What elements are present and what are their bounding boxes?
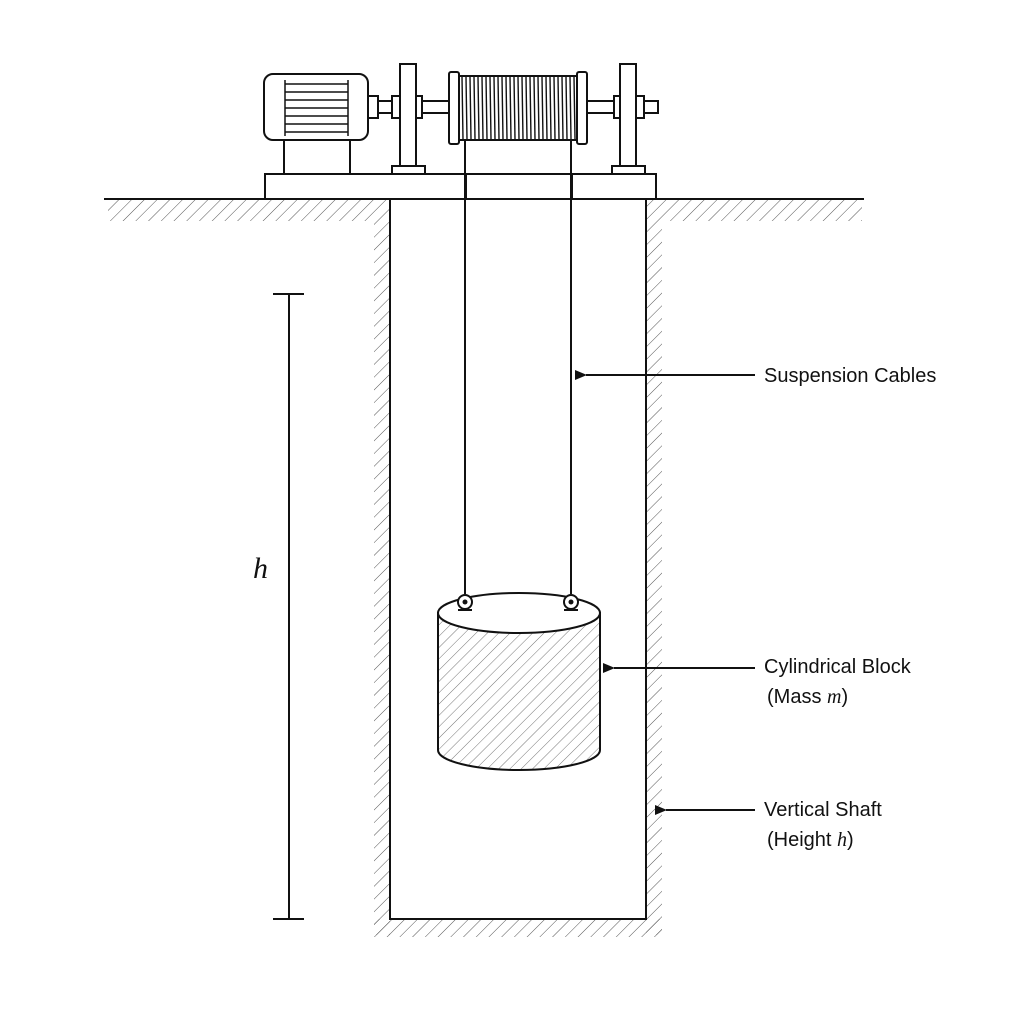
drum-winding <box>501 76 504 140</box>
drum-winding <box>513 76 516 140</box>
bearing-support-left <box>391 63 426 175</box>
drum-winding <box>529 76 532 140</box>
motor-cooling-fins <box>284 80 349 136</box>
drum-flange-left <box>448 71 460 145</box>
shaft-wall-hatch-right <box>646 199 662 935</box>
base-opening <box>465 173 573 200</box>
block-side <box>437 612 601 771</box>
drum-winding <box>521 76 524 140</box>
drum-winding <box>533 76 536 140</box>
drum-winding <box>465 76 468 140</box>
lifting-eye-right <box>563 594 579 611</box>
drum-winding <box>545 76 548 140</box>
callout-cables: Suspension Cables <box>575 365 936 387</box>
drum-winding <box>497 76 500 140</box>
drum-winding <box>489 76 492 140</box>
block-top <box>437 592 601 634</box>
ground-hatch-left <box>108 199 374 221</box>
ground-hatch-right <box>662 199 862 221</box>
base-plate <box>264 173 657 200</box>
motor-coupling <box>367 95 379 119</box>
drum-winding <box>477 76 480 140</box>
drum-cable-windings <box>461 76 576 140</box>
drum-winding <box>553 76 556 140</box>
label-suspension-cables: Suspension Cables <box>764 365 936 387</box>
drum-winding <box>509 76 512 140</box>
label-shaft-height: (Height h) <box>767 829 854 851</box>
shaft-floor-hatch <box>374 919 662 937</box>
drum-winding <box>557 76 560 140</box>
drum-winding <box>565 76 568 140</box>
drum-winding <box>517 76 520 140</box>
motor-pedestal <box>283 139 351 175</box>
cable-drum <box>448 71 588 145</box>
drum-winding <box>505 76 508 140</box>
drum-winding <box>541 76 544 140</box>
electric-motor <box>263 73 379 175</box>
lifting-eye-left <box>457 594 473 611</box>
cylindrical-block <box>437 592 601 771</box>
drum-winding <box>525 76 528 140</box>
drum-winding <box>473 76 476 140</box>
winch-base <box>264 173 657 200</box>
dimension-symbol: h <box>253 552 268 585</box>
drum-flange-right <box>576 71 588 145</box>
drum-winding <box>537 76 540 140</box>
shaft-interior <box>389 198 647 920</box>
ground <box>104 198 864 221</box>
callout-block: Cylindrical Block (Mass m) <box>603 656 912 708</box>
drum-winding <box>549 76 552 140</box>
shaft-collar-left <box>391 95 401 119</box>
shaft-collar-right <box>635 95 645 119</box>
drum-winding <box>569 76 572 140</box>
drum-winding <box>493 76 496 140</box>
label-vertical-shaft: Vertical Shaft <box>764 799 882 821</box>
bearing-support-right <box>611 63 646 175</box>
callout-shaft: Vertical Shaft (Height h) <box>655 799 882 851</box>
shaft-wall-hatch-left <box>374 199 390 935</box>
suspension-cables <box>464 140 572 594</box>
label-block-mass: (Mass m) <box>767 686 848 708</box>
drum-winding <box>461 76 464 140</box>
height-dimension: h <box>253 293 304 920</box>
drum-winding <box>561 76 564 140</box>
drum-winding <box>573 76 576 140</box>
drum-winding <box>481 76 484 140</box>
drum-winding <box>485 76 488 140</box>
label-cylindrical-block: Cylindrical Block <box>764 656 912 678</box>
drum-winding <box>469 76 472 140</box>
vertical-shaft <box>374 198 662 937</box>
